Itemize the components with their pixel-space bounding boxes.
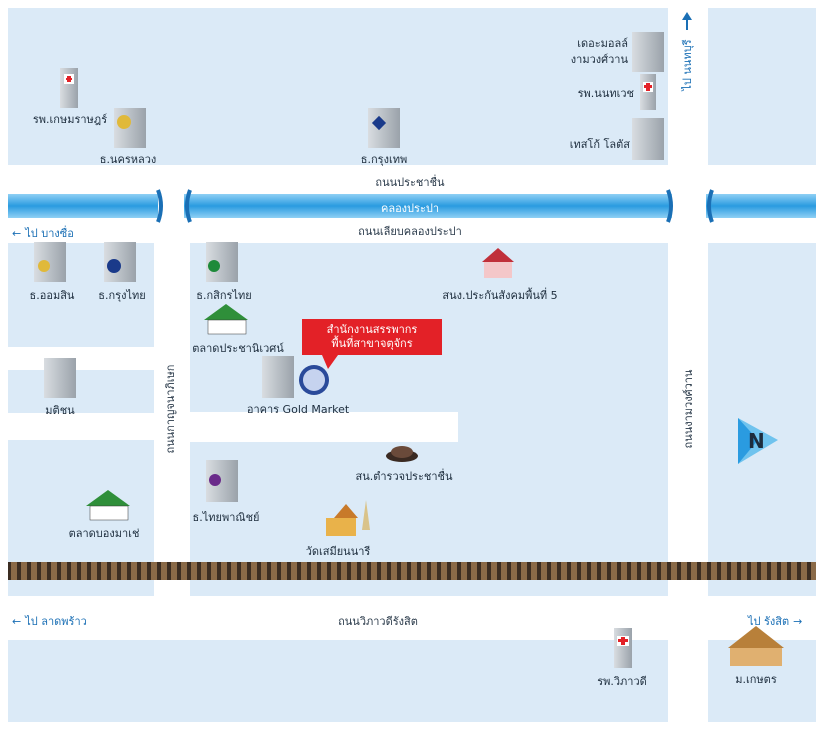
arrow-north-icon [682, 12, 692, 30]
market-icon-prachaniwet [204, 304, 248, 335]
revenue-office-callout: สำนักงานสรรพากร พื้นที่สาขาจตุจักร [302, 319, 442, 355]
road-label-vibhavadi: ถนนวิภาวดีรังสิต [338, 615, 418, 628]
place-bank-krungthai: ธ.กรุงไทย [98, 289, 146, 302]
canal [8, 189, 816, 223]
place-temple: วัดเสมียนนารี [305, 545, 371, 558]
place-matichon: มติชน [45, 404, 75, 417]
callout-tail [322, 355, 338, 369]
place-tesco: เทสโก้ โลตัส [569, 138, 630, 151]
place-bank-krungthep: ธ.กรุงเทพ [360, 153, 408, 166]
place-bank-kasikorn: ธ.กสิกรไทย [196, 289, 252, 302]
north-arrow-icon: N [738, 418, 778, 464]
canal-label: คลองประปา [380, 202, 440, 215]
building-icon-nonthavej [640, 74, 656, 110]
railway [8, 562, 816, 580]
place-hosp-kasem: รพ.เกษมราษฎร์ [32, 113, 108, 126]
place-gold-market: อาคาร Gold Market [246, 403, 350, 416]
place-market-bongmache: ตลาดบองมาเช่ [68, 527, 140, 540]
building-icon-nakhonluang [114, 108, 146, 148]
house-icon-sso [482, 248, 514, 278]
police-hat-icon [386, 446, 418, 462]
place-bank-nakhonluang: ธ.นครหลวง [99, 153, 157, 166]
road-label-canal-side: ถนนเลียบคลองประปา [358, 225, 462, 238]
building-icon-mall [632, 32, 664, 72]
place-sso: สนง.ประกันสังคมพื้นที่ 5 [442, 289, 558, 302]
road-label-ngamwongwan: ถนนงามวงศ์วาน [682, 369, 695, 449]
building-icon-krungthep [368, 108, 400, 148]
temple-icon [326, 500, 370, 536]
place-kasetsart: ม.เกษตร [735, 673, 777, 686]
market-icon-bongmache [86, 490, 130, 521]
revenue-dept-emblem-icon [299, 365, 329, 395]
building-icon-scb [206, 460, 238, 502]
direction-bangsue: ไป บางซื่อ [12, 224, 74, 242]
building-icon-gold-market [262, 356, 294, 398]
building-icon-kasikorn [206, 242, 238, 282]
place-bank-scb: ธ.ไทยพาณิชย์ [192, 511, 260, 524]
callout-line1: สำนักงานสรรพากร [326, 323, 418, 336]
callout-line2: พื้นที่สาขาจตุจักร [331, 337, 413, 350]
place-market-prachaniwet: ตลาดประชานิเวศน์ [192, 342, 284, 355]
building-icon-hosp-kasem [60, 68, 78, 108]
direction-ladprao: ไป ลาดพร้าว [12, 612, 87, 630]
building-icon-krungthai [104, 242, 136, 282]
road-label-prachachuen: ถนนประชาชื่น [375, 176, 445, 189]
place-bank-gsb: ธ.ออมสิน [29, 289, 75, 302]
building-icon-matichon [44, 358, 76, 398]
university-icon-kasetsart [728, 626, 784, 666]
place-hosp-vibhavadi: รพ.วิภาวดี [597, 675, 647, 688]
place-police: สน.ตำรวจประชาชื่น [355, 470, 453, 483]
direction-nonthaburi: ไป นนทบุรี [681, 39, 694, 91]
compass-letter: N [748, 429, 765, 453]
building-icon-tesco [632, 118, 664, 160]
place-mall-ngamwong: เดอะมอลล์ งามวงศ์วาน [570, 37, 628, 66]
place-hosp-nonthavej: รพ.นนทเวช [577, 87, 634, 100]
road-label-west-vertical: ถนนกาญจนาภิเษก [164, 364, 177, 454]
building-icon-hosp-vibhavadi [614, 628, 632, 668]
building-icon-gsb [34, 242, 66, 282]
direction-rangsit: ไป รังสิต [748, 612, 802, 630]
